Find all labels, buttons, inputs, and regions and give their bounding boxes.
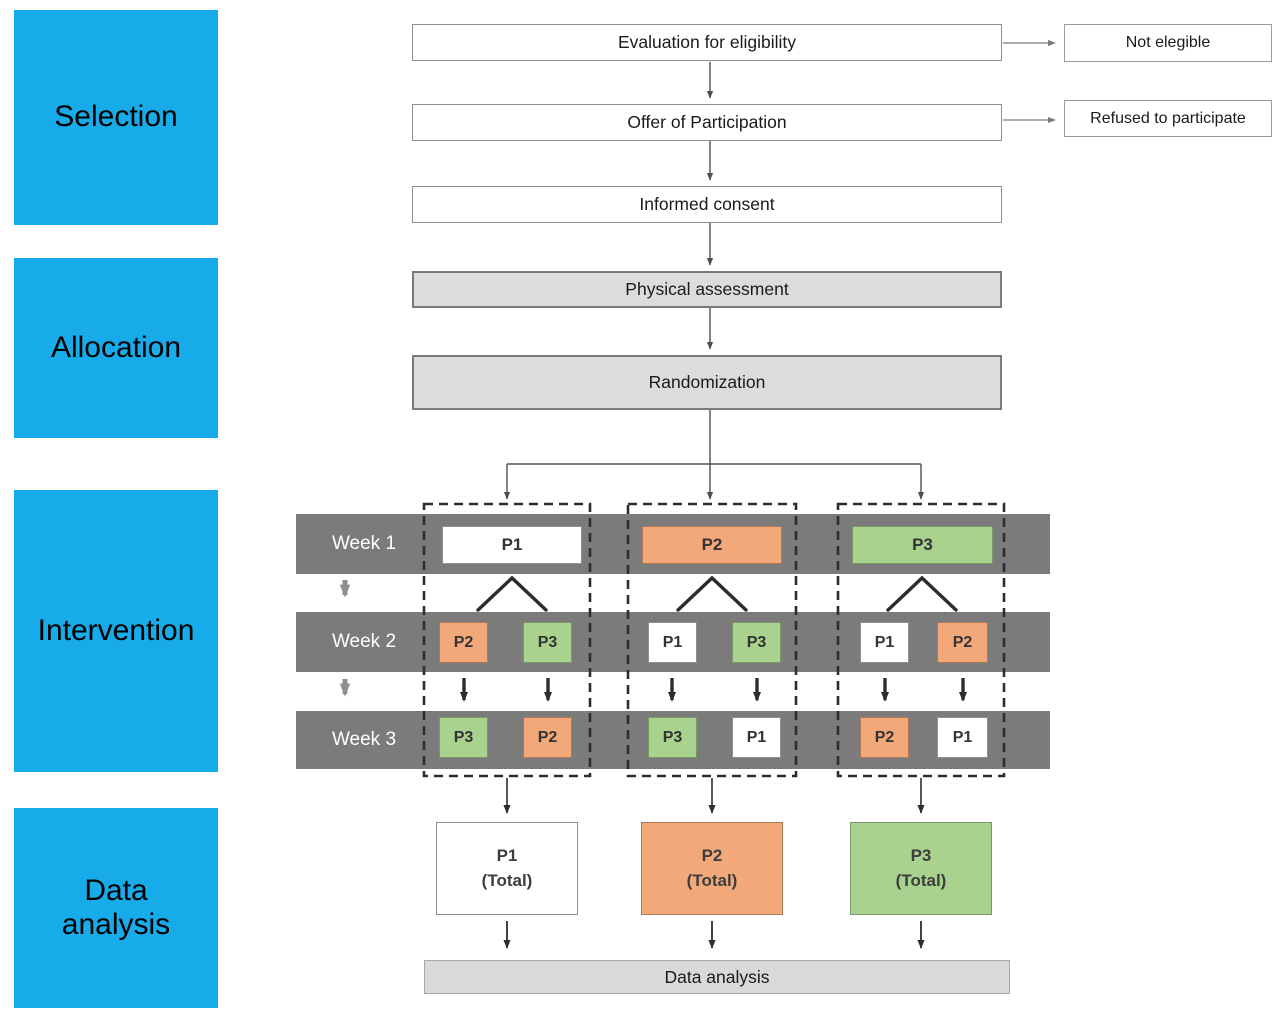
not-eligible-box: Not elegible bbox=[1064, 24, 1272, 62]
week3-col1-protocol-a: P3 bbox=[439, 717, 488, 758]
week3-col2-protocol-a: P3 bbox=[648, 717, 697, 758]
week2-col3-protocol-b: P2 bbox=[937, 622, 988, 663]
split-carets bbox=[476, 575, 958, 612]
total-p3-line1: P3 bbox=[910, 845, 932, 865]
not-eligible-label: Not elegible bbox=[1125, 34, 1211, 51]
column-exit-arrows bbox=[503, 778, 925, 814]
week2-label: Week 2 bbox=[331, 631, 397, 652]
offer-participation-label: Offer of Participation bbox=[627, 112, 787, 132]
physical-assessment-label: Physical assessment bbox=[625, 279, 789, 299]
week2-col1-protocol-b: P3 bbox=[523, 622, 572, 663]
total-p3-line2: (Total) bbox=[895, 870, 947, 890]
randomization-label: Randomization bbox=[648, 372, 766, 392]
refused-participate-label: Refused to participate bbox=[1090, 109, 1246, 127]
total-p1-box: P1 (Total) bbox=[436, 822, 578, 915]
total-p1-line1: P1 bbox=[496, 845, 518, 865]
informed-consent-label: Informed consent bbox=[639, 194, 775, 214]
data-analysis-bar-label: Data analysis bbox=[664, 966, 770, 987]
exit-arrows bbox=[1003, 39, 1056, 124]
week2-col1-protocol-a: P2 bbox=[439, 622, 488, 663]
refused-participate-box: Refused to participate bbox=[1064, 100, 1272, 137]
total-p2-line2: (Total) bbox=[686, 870, 738, 890]
phase-selection: Selection bbox=[14, 10, 218, 225]
week1-col2-protocol: P2 bbox=[642, 526, 782, 564]
week3-label: Week 3 bbox=[331, 729, 397, 750]
phase-intervention: Intervention bbox=[14, 490, 218, 772]
informed-consent-box: Informed consent bbox=[412, 186, 1002, 223]
week3-col3-protocol-a: P2 bbox=[860, 717, 909, 758]
phase-intervention-label: Intervention bbox=[37, 613, 195, 647]
evaluation-eligibility-box: Evaluation for eligibility bbox=[412, 24, 1002, 61]
evaluation-eligibility-label: Evaluation for eligibility bbox=[617, 32, 796, 52]
week1-col1-protocol: P1 bbox=[442, 526, 582, 564]
total-p3-box: P3 (Total) bbox=[850, 822, 992, 915]
phase-allocation-label: Allocation bbox=[50, 330, 182, 364]
offer-participation-box: Offer of Participation bbox=[412, 104, 1002, 141]
week2-col3-protocol-a: P1 bbox=[860, 622, 909, 663]
total-p2-line1: P2 bbox=[701, 845, 723, 865]
phase-allocation: Allocation bbox=[14, 258, 218, 438]
data-analysis-bar: Data analysis bbox=[424, 960, 1010, 994]
phase-data-analysis-label: Data analysis bbox=[61, 873, 171, 942]
total-p1-line2: (Total) bbox=[481, 870, 533, 890]
week3-col2-protocol-b: P1 bbox=[732, 717, 781, 758]
week2-col2-protocol-b: P3 bbox=[732, 622, 781, 663]
phase-data-analysis: Data analysis bbox=[14, 808, 218, 1008]
week1-col3-protocol: P3 bbox=[852, 526, 993, 564]
week3-col3-protocol-b: P1 bbox=[937, 717, 988, 758]
total-arrows bbox=[503, 921, 925, 949]
phase-selection-label: Selection bbox=[54, 100, 178, 134]
week3-col1-protocol-b: P2 bbox=[523, 717, 572, 758]
week2-col2-protocol-a: P1 bbox=[648, 622, 697, 663]
week2-week3-connectors bbox=[460, 678, 967, 702]
randomization-box: Randomization bbox=[412, 355, 1002, 410]
total-p2-box: P2 (Total) bbox=[641, 822, 783, 915]
physical-assessment-box: Physical assessment bbox=[412, 271, 1002, 308]
week1-label: Week 1 bbox=[331, 533, 397, 554]
